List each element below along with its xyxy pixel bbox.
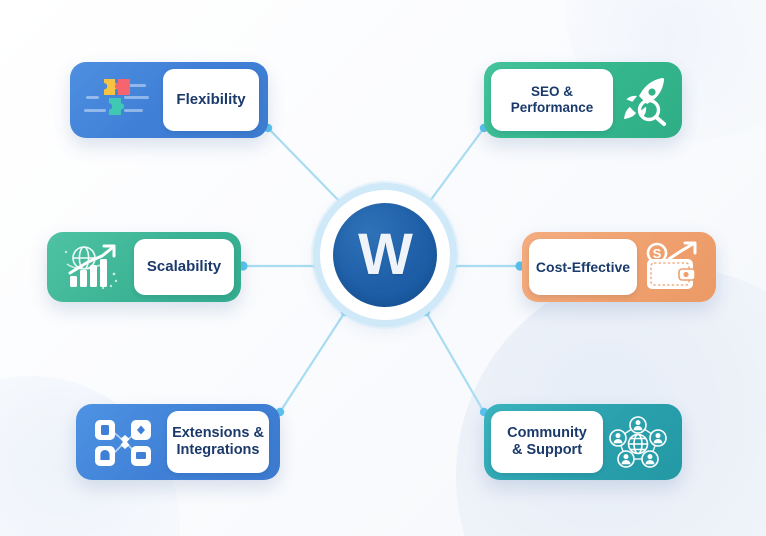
rocket-magnifier-icon xyxy=(613,69,675,131)
node-card-scalability[interactable]: Scalability xyxy=(47,232,241,302)
label-line: & Support xyxy=(511,442,583,458)
node-label-seo-performance: SEO & Performance xyxy=(491,69,613,131)
node-label-flexibility: Flexibility xyxy=(163,69,259,131)
node-label-scalability: Scalability xyxy=(134,239,234,295)
label-line: SEO & Performance xyxy=(510,84,594,115)
label-line: Integrations xyxy=(176,442,260,458)
node-card-flexibility[interactable]: Flexibility xyxy=(70,62,268,138)
node-card-community-support[interactable]: Community & Support xyxy=(484,404,682,480)
globe-growth-chart-icon xyxy=(54,239,134,295)
label-line: Extensions & xyxy=(172,424,264,441)
wallet-dollar-arrow-icon: S xyxy=(637,239,707,295)
node-card-extensions-integrations[interactable]: Extensions & Integrations xyxy=(76,404,280,480)
node-label-community-support: Community & Support xyxy=(491,411,603,473)
node-card-seo-performance[interactable]: SEO & Performance xyxy=(484,62,682,138)
people-network-globe-icon xyxy=(603,411,673,473)
label-line: Community xyxy=(507,424,587,441)
label-line: Cost-Effective xyxy=(535,258,631,275)
network-nodes-icon xyxy=(83,411,167,473)
hub-letter: W xyxy=(358,222,413,287)
center-hub[interactable]: W xyxy=(320,190,450,320)
label-line: Scalability xyxy=(146,258,222,276)
svg-text:S: S xyxy=(653,246,662,261)
node-label-extensions-integrations: Extensions & Integrations xyxy=(167,411,269,473)
puzzle-pieces-icon xyxy=(77,69,163,131)
node-card-cost-effective[interactable]: Cost-Effective S xyxy=(522,232,716,302)
node-label-cost-effective: Cost-Effective xyxy=(529,239,637,295)
label-line: Flexibility xyxy=(176,91,246,109)
wordpress-logo-icon: W xyxy=(333,203,437,307)
